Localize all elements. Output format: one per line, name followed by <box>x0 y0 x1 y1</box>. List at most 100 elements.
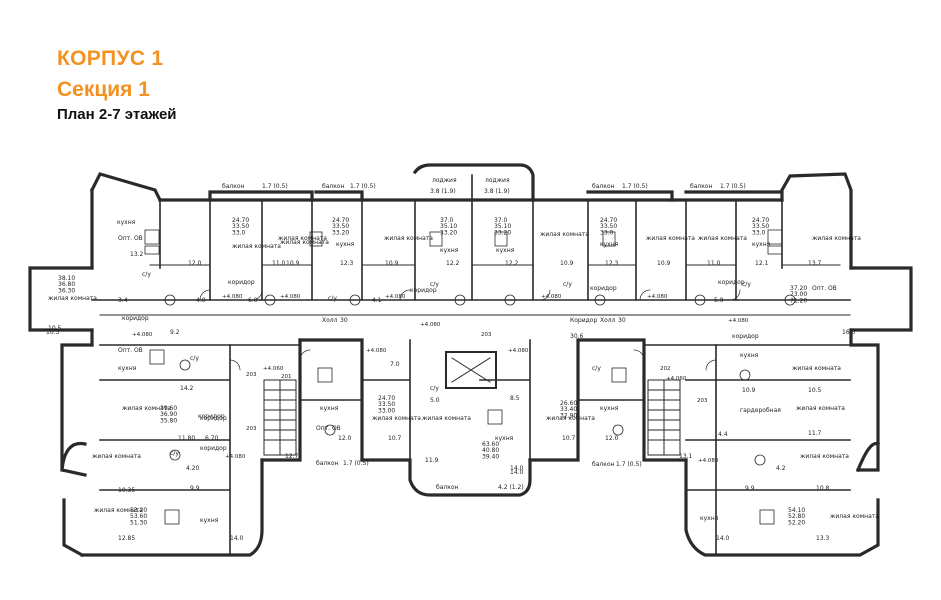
room-label-lev11: +4.080 <box>728 318 749 324</box>
room-label-zk17v: 11.7 <box>808 430 822 437</box>
room-label-k11: кухня <box>600 405 619 412</box>
room-label-v70: 7.0 <box>390 361 400 368</box>
room-label-zk16v: 10.5 <box>808 387 822 394</box>
room-label-lev3: +4.080 <box>385 294 406 300</box>
room-label-n203a: 203 <box>246 372 257 378</box>
room-label-k8v: 14.0 <box>230 535 244 542</box>
room-label-hol2v: 30 <box>618 317 626 324</box>
room-label-v59: 5.9 <box>714 297 724 304</box>
room-label-k2: кухня <box>336 241 355 248</box>
room-label-k5: кухня <box>600 241 619 248</box>
room-label-zk9v: 10.5 <box>48 325 62 332</box>
room-label-balk3: балкон <box>592 183 615 190</box>
room-label-v50: 5.0 <box>430 397 440 404</box>
room-label-v105: 10.5 <box>46 329 60 336</box>
room-label-zk14v: 11.9 <box>425 457 439 464</box>
room-label-v34: 3.4 <box>118 297 128 304</box>
room-label-k1: кухня <box>117 219 136 226</box>
room-label-lev13: +4.060 <box>666 376 687 382</box>
room-label-k13: кухня <box>700 515 719 522</box>
room-label-v13: 13.1 <box>679 453 693 460</box>
room-label-kor7: коридор <box>732 333 759 340</box>
room-label-v85: 8.5 <box>510 395 520 402</box>
room-label-n201: 201 <box>281 374 292 380</box>
room-label-k7: кухня <box>118 365 137 372</box>
room-label-balk1v: 1.7 (0.5) <box>262 183 288 190</box>
room-label-kor10v: 6.70 <box>205 435 219 442</box>
room-label-cu1: с/у <box>142 271 151 278</box>
room-label-cu4: с/у <box>563 281 572 288</box>
room-label-bal6: балкон <box>592 461 615 468</box>
room-label-zk8v: 13.7 <box>808 260 822 267</box>
room-label-v140: 14.0 <box>510 465 524 472</box>
room-label-k3v: 12.2 <box>446 260 460 267</box>
room-label-zk3v: 10.9 <box>286 260 300 267</box>
room-label-lev6: +4.080 <box>132 332 153 338</box>
room-label-ovb4: Опт. ОВ <box>316 425 341 432</box>
room-label-bal5: балкон <box>316 460 339 467</box>
section-title: Секция 1 <box>57 78 150 101</box>
room-label-zk3: жилая комната <box>280 239 329 246</box>
room-label-k2v: 12.3 <box>340 260 354 267</box>
room-label-zk12v: 12.85 <box>118 535 135 542</box>
room-label-k10v: 14.0 <box>510 469 524 476</box>
floor-plan-title: План 2-7 этажей <box>57 106 177 123</box>
room-label-v42: 4.2 <box>776 465 786 472</box>
room-label-ovb1: Опт. ОВ <box>118 235 143 242</box>
room-label-k4v: 12.2 <box>505 260 519 267</box>
room-label-zk8: жилая комната <box>812 235 861 242</box>
room-label-zk1v: 12.0 <box>188 260 202 267</box>
room-label-kor6: коридор <box>718 279 745 286</box>
room-label-zk13v: 10.7 <box>388 435 402 442</box>
room-label-k3: кухня <box>440 247 459 254</box>
room-labels: балкон 1.7 (0.5) балкон 1.7 (0.5) лоджия 3.8 … <box>46 177 879 542</box>
room-label-zk13: жилая комната <box>372 415 421 422</box>
room-label-bal7v: 4.2 (1.2) <box>498 484 524 491</box>
room-label-zk1: жилая комната <box>232 243 281 250</box>
room-label-gard: гардеробная <box>740 407 781 414</box>
room-label-zk18: жилая комната <box>800 453 849 460</box>
room-label-ovb2: Опт. ОВ <box>812 285 837 292</box>
room-label-k8: кухня <box>200 517 219 524</box>
room-label-v41: 4.1 <box>372 297 382 304</box>
room-label-zk11v: 10.35 <box>118 487 135 494</box>
room-label-zk19: жилая комната <box>830 513 879 520</box>
room-label-kor5: Коридор <box>570 317 597 324</box>
room-label-zk6: жилая комната <box>646 235 695 242</box>
room-label-n203c: 203 <box>697 398 708 404</box>
room-label-k1v: 13.2 <box>130 251 144 258</box>
room-label-lodz2v: 3.8 (1.9) <box>484 188 510 195</box>
room-label-k4: кухня <box>496 247 515 254</box>
room-label-lodz1v: 3.8 (1.9) <box>430 188 456 195</box>
room-label-zk5: жилая комната <box>540 231 589 238</box>
room-label-kor2: коридор <box>228 279 255 286</box>
room-label-zk19v: 13.3 <box>816 535 830 542</box>
room-label-zk15v: 10.7 <box>562 435 576 442</box>
room-label-zk2v: 11.0 <box>272 260 286 267</box>
room-label-zk7v: 11.0 <box>707 260 721 267</box>
room-label-lev10: +4.080 <box>366 348 387 354</box>
room-label-lev4: +4.080 <box>541 294 562 300</box>
room-label-bal5v: 1.7 (0.5) <box>343 460 369 467</box>
room-label-k13v: 14.0 <box>716 535 730 542</box>
room-label-zk18v: 10.8 <box>816 485 830 492</box>
room-label-n203b: 203 <box>481 332 492 338</box>
room-label-cu5: с/у <box>742 281 751 288</box>
room-label-cu2: с/у <box>328 295 337 302</box>
room-label-balk4: балкон <box>690 183 713 190</box>
room-label-lodz2: лоджия <box>485 177 510 184</box>
room-label-balk2: балкон <box>322 183 345 190</box>
room-label-ovb3: Опт. ОВ <box>118 347 143 354</box>
room-label-bal7: балкон <box>436 484 459 491</box>
room-label-zk12: жилая комната <box>94 507 143 514</box>
room-label-cu8: с/у <box>430 385 439 392</box>
room-label-cu6: с/у <box>190 355 199 362</box>
room-label-hol1: Холл <box>322 317 338 324</box>
